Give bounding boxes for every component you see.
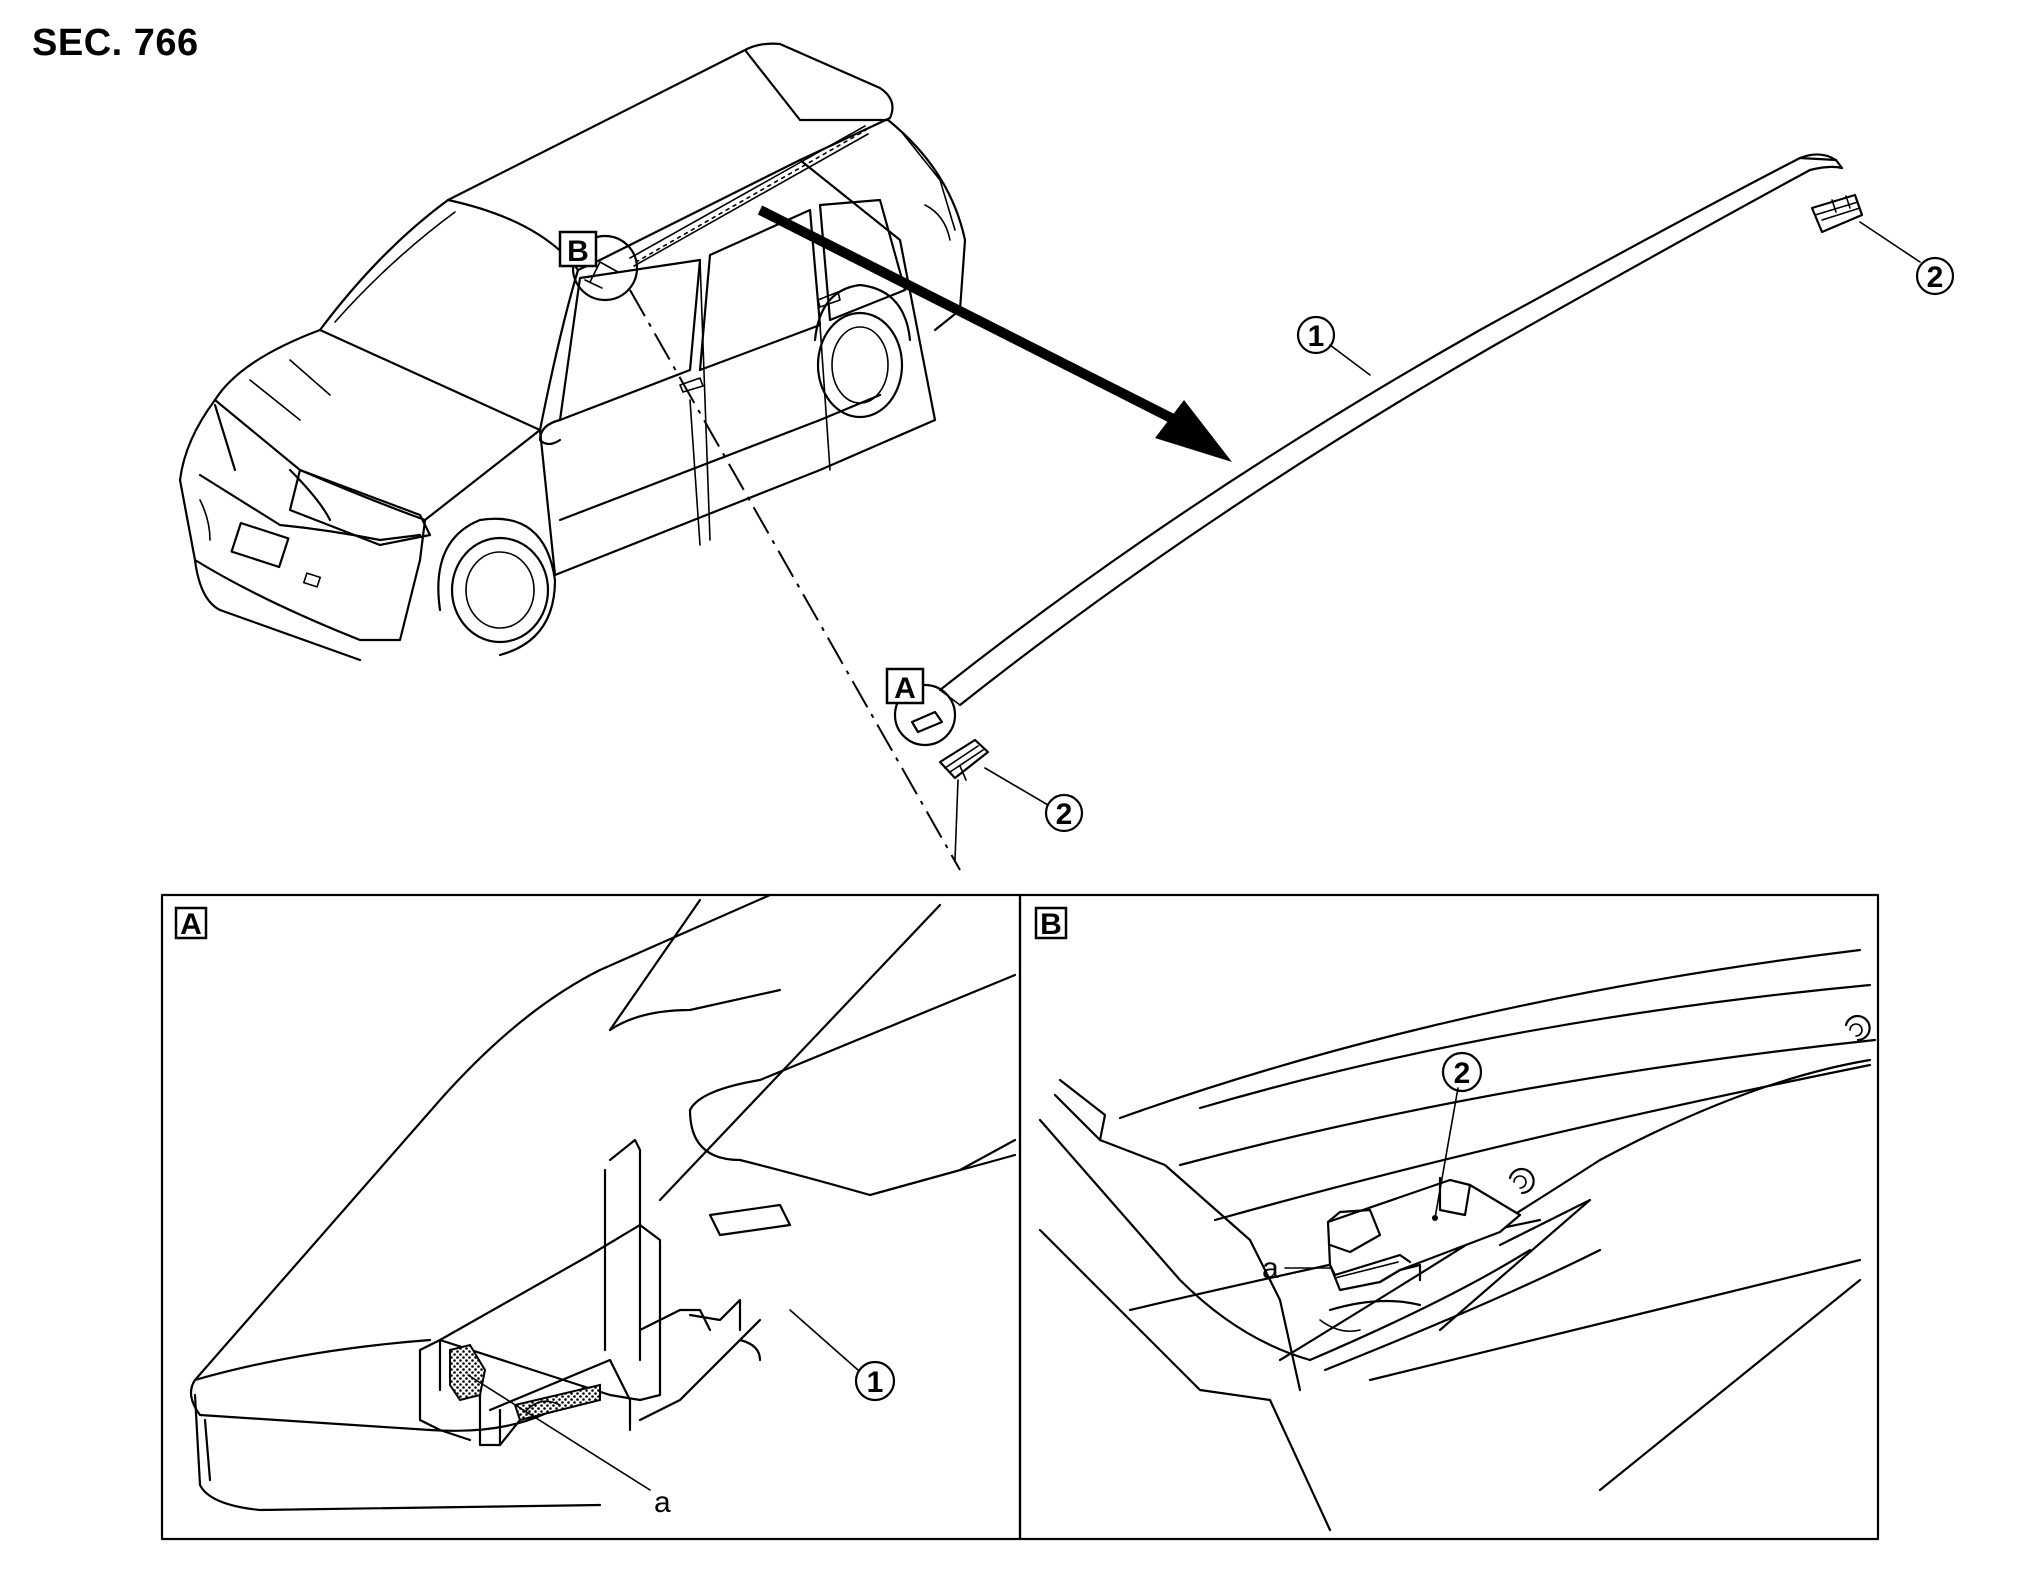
detail-b-label: B bbox=[567, 235, 589, 268]
svg-text:2: 2 bbox=[1927, 261, 1944, 294]
callout-1-top: 1 bbox=[1296, 315, 1336, 355]
clip-part-2-rear: 2 bbox=[1810, 193, 1955, 296]
svg-text:1: 1 bbox=[1308, 320, 1325, 353]
detail-a-label: A bbox=[894, 672, 916, 705]
roof-rail-molding bbox=[938, 153, 1844, 707]
svg-text:2: 2 bbox=[1056, 798, 1073, 831]
leader-line-b bbox=[629, 289, 961, 871]
panel-b-label: B bbox=[1040, 908, 1062, 941]
panel-b-callout-2: 2 bbox=[1454, 1057, 1471, 1090]
detail-panel-b: B 2 a bbox=[1018, 893, 1880, 1541]
vehicle-illustration bbox=[178, 42, 967, 662]
direction-arrow bbox=[757, 205, 1232, 462]
panel-a-callout-1: 1 bbox=[867, 1366, 884, 1399]
panel-a-label: A bbox=[180, 908, 202, 941]
panel-a-point-a: a bbox=[654, 1486, 671, 1519]
section-label: SEC. 766 bbox=[32, 22, 199, 64]
detail-panel-a: A a 1 bbox=[160, 893, 1022, 1541]
detail-b-marker: B bbox=[558, 230, 639, 302]
clip-part-2-front: 2 bbox=[938, 738, 1084, 861]
detail-a-marker: A bbox=[885, 667, 957, 747]
panel-b-point-a: a bbox=[1262, 1252, 1279, 1285]
